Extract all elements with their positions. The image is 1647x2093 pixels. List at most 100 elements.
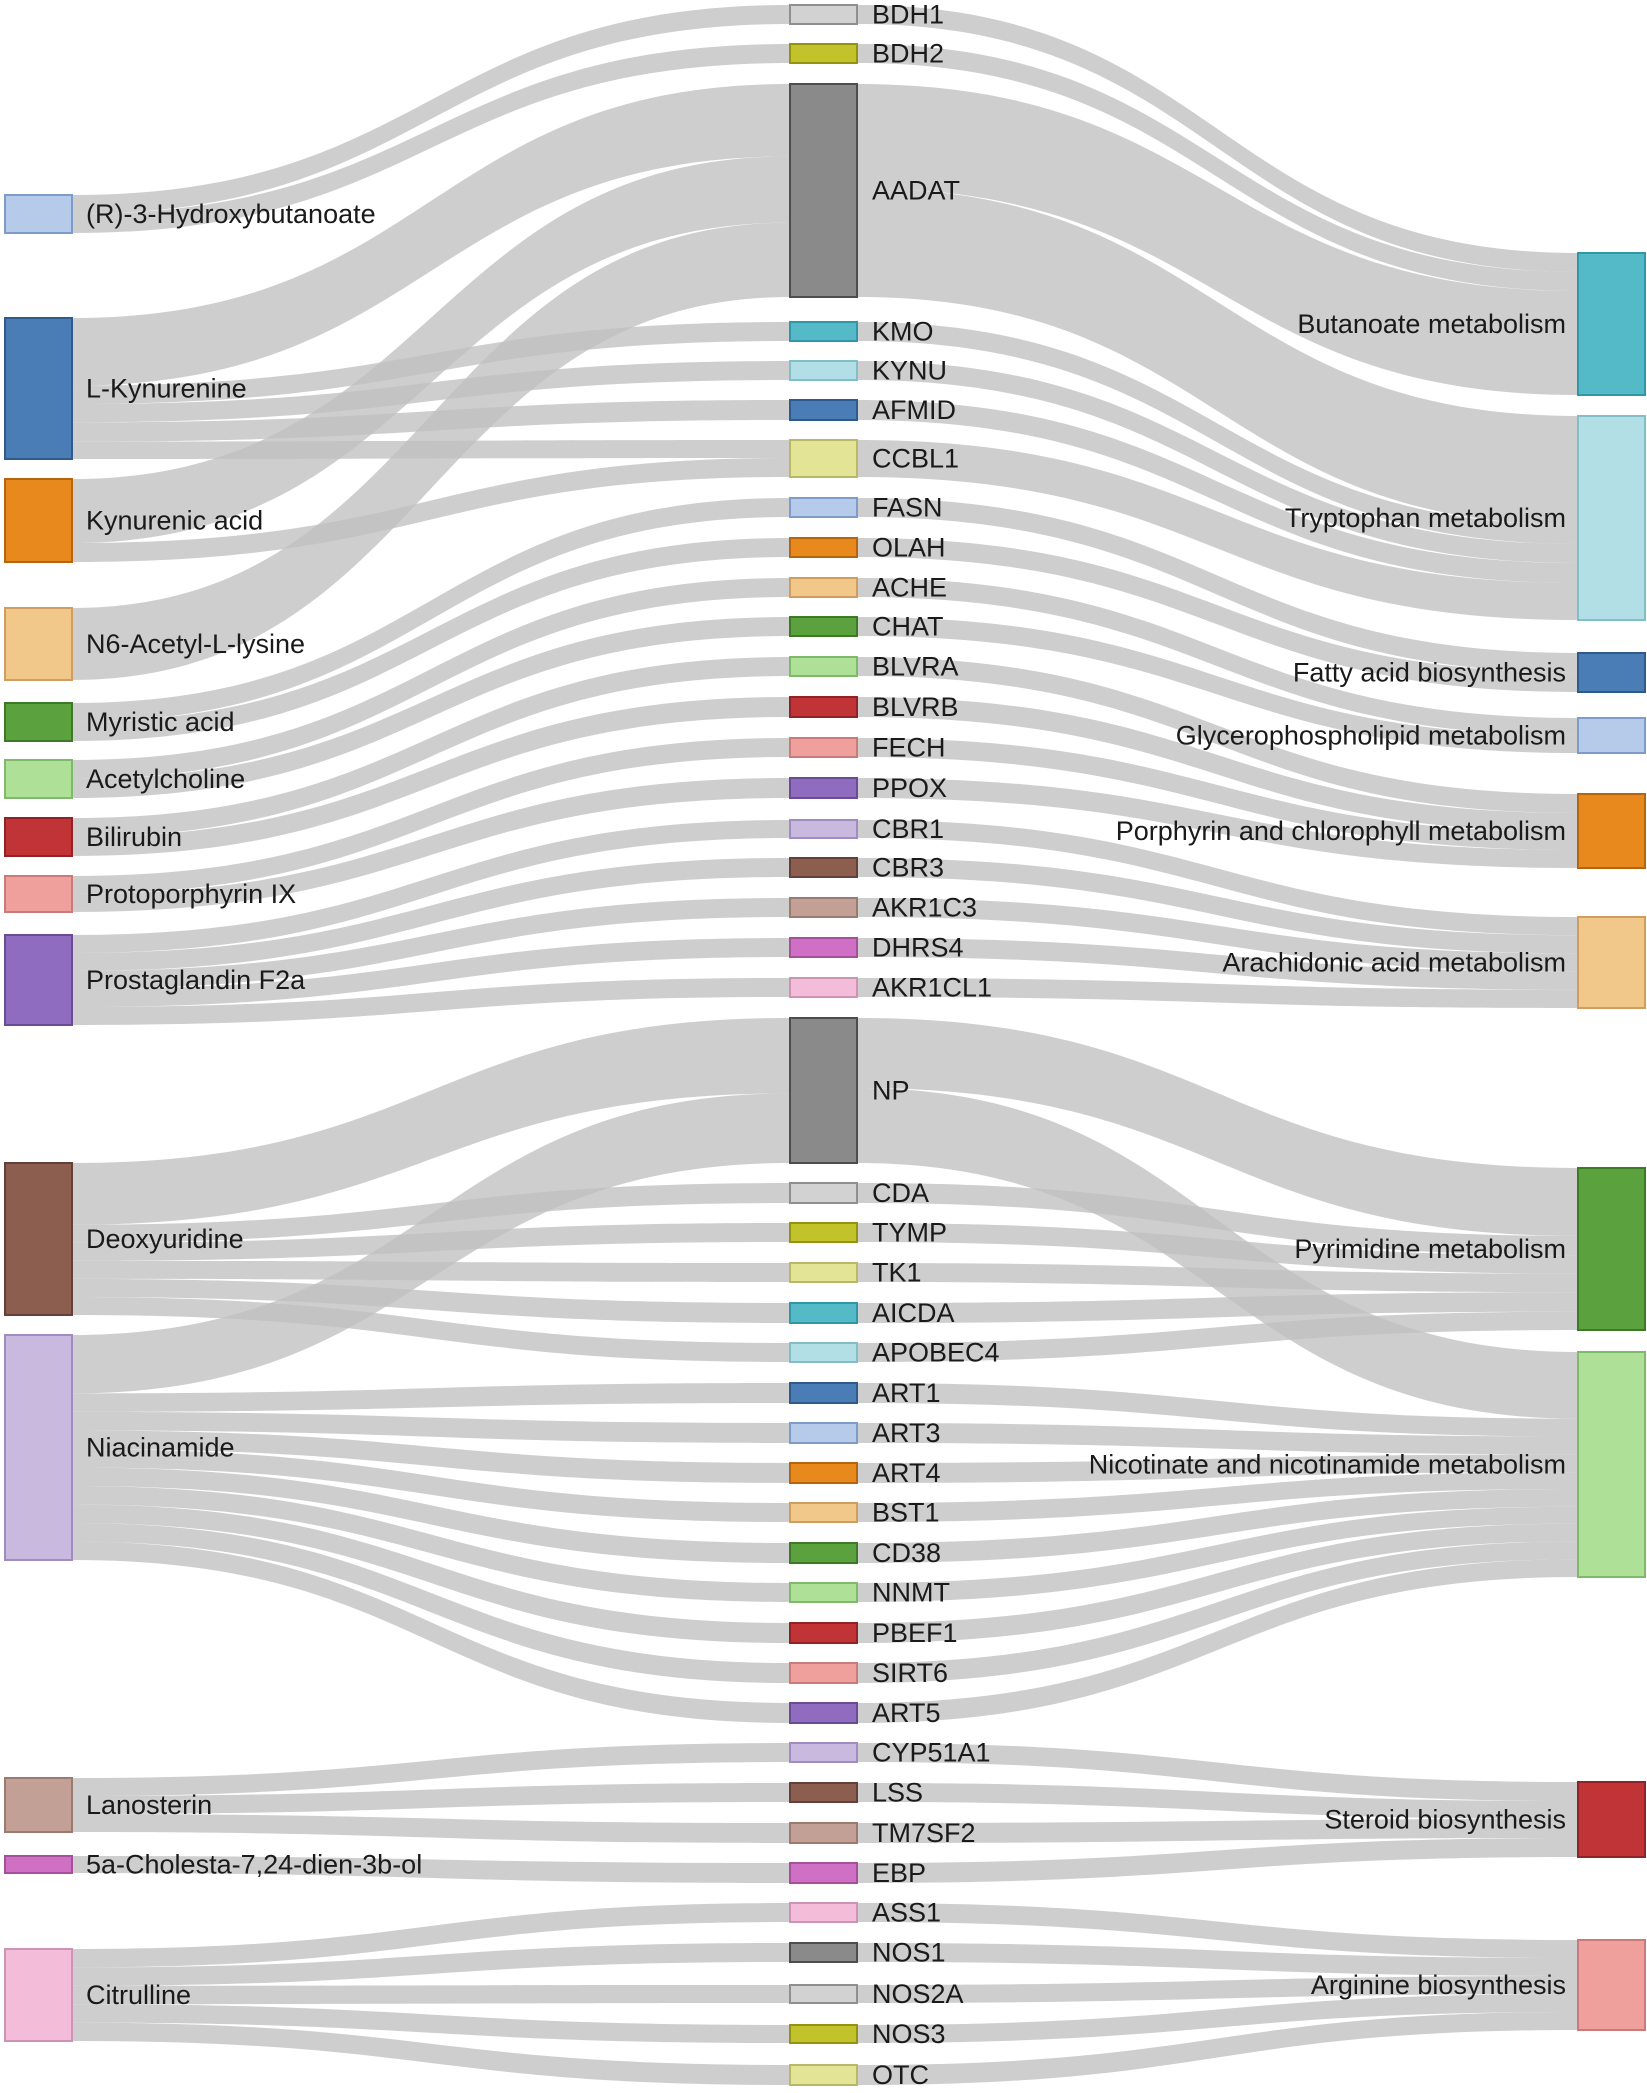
sankey-link-ppix-FECH — [72, 738, 790, 894]
label-nicotinate: Nicotinate and nicotinamide metabolism — [1089, 1450, 1566, 1480]
sankey-link-niac-SIRT6 — [72, 1523, 790, 1683]
node-DHRS4 — [789, 937, 858, 958]
sankey-link-lano-LSS — [72, 1783, 790, 1814]
label-PBEF1: PBEF1 — [872, 1618, 958, 1648]
node-FECH — [789, 737, 858, 758]
sankey-link-TK1-pyrimidine — [857, 1263, 1578, 1293]
sankey-link-ASS1-arginine — [857, 1903, 1578, 1958]
node-APOBEC4 — [789, 1342, 858, 1363]
node-BDH1 — [789, 4, 858, 25]
label-CDA: CDA — [872, 1178, 929, 1208]
label-CD38: CD38 — [872, 1538, 941, 1568]
node-CHAT — [789, 616, 858, 637]
node-AKR1C3 — [789, 897, 858, 918]
sankey-link-lano-CYP51A1 — [72, 1743, 790, 1796]
label-TYMP: TYMP — [872, 1218, 947, 1248]
label-bil: Bilirubin — [86, 822, 182, 852]
sankey-link-citr-ASS1 — [72, 1903, 790, 1968]
sankey-link-ART4-nicotinate — [857, 1454, 1578, 1483]
node-arginine — [1577, 1939, 1646, 2031]
sankey-link-myr-FASN — [72, 498, 790, 722]
sankey-link-niac-ART4 — [72, 1430, 790, 1483]
label-pgf2a: Prostaglandin F2a — [86, 965, 306, 995]
sankey-nodes — [4, 4, 1646, 2086]
label-NP: NP — [872, 1076, 910, 1106]
sankey-link-ach-CHAT — [72, 617, 790, 798]
label-SIRT6: SIRT6 — [872, 1658, 948, 1688]
node-KMO — [789, 321, 858, 342]
sankey-link-niac-NNMT — [72, 1486, 790, 1602]
label-ART1: ART1 — [872, 1378, 941, 1408]
label-chol: 5a-Cholesta-7,24-dien-3b-ol — [86, 1850, 422, 1880]
node-porphyrin — [1577, 793, 1646, 869]
node-TM7SF2 — [789, 1822, 858, 1844]
node-SIRT6 — [789, 1662, 858, 1684]
node-myr — [4, 702, 73, 742]
label-AKR1C3: AKR1C3 — [872, 893, 977, 923]
label-APOBEC4: APOBEC4 — [872, 1338, 1000, 1368]
label-CYP51A1: CYP51A1 — [872, 1738, 991, 1768]
sankey-link-NOS2A-arginine — [857, 1976, 1578, 2003]
label-AADAT: AADAT — [872, 176, 960, 206]
node-citr — [4, 1948, 73, 2042]
node-ART3 — [789, 1422, 858, 1444]
node-NOS3 — [789, 2024, 858, 2044]
label-BLVRA: BLVRA — [872, 652, 959, 682]
sankey-link-KMO-tryptophan — [857, 322, 1578, 544]
sankey-link-TYMP-pyrimidine — [857, 1223, 1578, 1274]
sankey-link-citr-NOS1 — [72, 1943, 790, 1986]
label-FECH: FECH — [872, 733, 946, 763]
label-AICDA: AICDA — [872, 1298, 955, 1328]
node-chol — [4, 1855, 73, 1874]
sankey-link-niac-ART5 — [72, 1541, 790, 1723]
node-tryptophan — [1577, 415, 1646, 621]
sankey-link-pgf2a-CBR1 — [72, 820, 790, 953]
node-CBR1 — [789, 819, 858, 839]
label-ART3: ART3 — [872, 1418, 941, 1448]
sankey-link-citr-OTC — [72, 2022, 790, 2085]
node-BLVRA — [789, 656, 858, 677]
sankey-link-LSS-steroid — [857, 1783, 1578, 1819]
label-steroid: Steroid biosynthesis — [1324, 1805, 1566, 1835]
node-NNMT — [789, 1582, 858, 1603]
sankey-link-OLAH-fattyacid — [857, 538, 1578, 692]
label-ach: Acetylcholine — [86, 764, 245, 794]
sankey-link-niac-ART3 — [72, 1411, 790, 1443]
label-lkyn: L-Kynurenine — [86, 374, 247, 404]
sankey-link-CDA-pyrimidine — [857, 1183, 1578, 1256]
node-deoxy — [4, 1162, 73, 1316]
label-ppix: Protoporphyrin IX — [86, 879, 296, 909]
sankey-link-AKR1CL1-arachidonic — [857, 978, 1578, 1008]
label-CBR3: CBR3 — [872, 853, 944, 883]
label-ART5: ART5 — [872, 1698, 941, 1728]
label-butanoate: Butanoate metabolism — [1297, 309, 1566, 339]
sankey-link-niac-CD38 — [72, 1467, 790, 1563]
sankey-link-n6-AADAT — [72, 222, 790, 680]
label-AKR1CL1: AKR1CL1 — [872, 973, 992, 1003]
sankey-link-CYP51A1-steroid — [857, 1743, 1578, 1801]
sankey-link-FECH-porphyrin — [857, 738, 1578, 850]
sankey-link-AADAT-tryptophan — [857, 188, 1578, 525]
sankey-node-labels: (R)-3-HydroxybutanoateL-KynurenineKynure… — [86, 0, 1566, 2090]
sankey-link-DHRS4-arachidonic — [857, 938, 1578, 990]
sankey-link-BDH2-butanoate — [857, 44, 1578, 291]
label-OLAH: OLAH — [872, 533, 946, 563]
label-AFMID: AFMID — [872, 395, 956, 425]
sankey-link-citr-NOS3 — [72, 2004, 790, 2043]
label-myr: Myristic acid — [86, 707, 235, 737]
sankey-link-niac-BST1 — [72, 1449, 790, 1522]
label-BST1: BST1 — [872, 1498, 940, 1528]
label-kynacid: Kynurenic acid — [86, 506, 263, 536]
sankey-link-pgf2a-CBR3 — [72, 858, 790, 971]
sankey-link-CHAT-glycero — [857, 617, 1578, 753]
label-KMO: KMO — [872, 317, 934, 347]
sankey-link-lkyn-AADAT — [72, 84, 790, 386]
sankey-link-pgf2a-AKR1CL1 — [72, 978, 790, 1025]
sankey-link-BDH1-butanoate — [857, 5, 1578, 272]
sankey-link-FASN-fattyacid — [857, 498, 1578, 673]
label-porphyrin: Porphyrin and chlorophyll metabolism — [1116, 816, 1566, 846]
node-NP — [789, 1017, 858, 1164]
node-ACHE — [789, 577, 858, 598]
label-pyrimidine: Pyrimidine metabolism — [1294, 1234, 1566, 1264]
sankey-link-kynacid-CCBL1 — [72, 458, 790, 562]
